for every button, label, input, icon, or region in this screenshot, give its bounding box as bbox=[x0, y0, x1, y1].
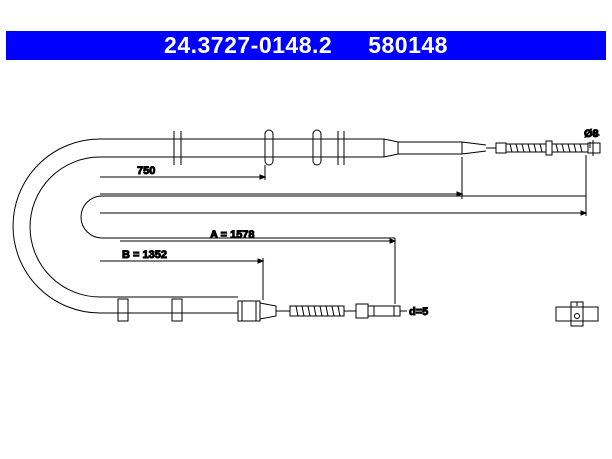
upper-sleeves bbox=[173, 129, 345, 166]
cross-section-detail bbox=[555, 301, 599, 327]
label-a: A = 1578 bbox=[210, 229, 255, 241]
diameter-leader bbox=[589, 134, 600, 148]
label-d: d=5 bbox=[409, 306, 428, 318]
inner-u-line bbox=[80, 195, 586, 239]
ref-number: 580148 bbox=[368, 32, 448, 58]
lower-sleeves bbox=[117, 296, 238, 322]
dim-a bbox=[120, 238, 397, 304]
dim-full-upper bbox=[100, 155, 588, 216]
title-bar: 24.3727-0148.2 580148 bbox=[6, 31, 606, 60]
dim-750 bbox=[100, 165, 267, 180]
dim-b bbox=[100, 258, 265, 300]
lower-end-fitting bbox=[237, 300, 401, 322]
label-diameter: Ø8 bbox=[584, 128, 599, 140]
cable-sheath bbox=[12, 138, 384, 314]
upper-end-fitting bbox=[383, 138, 601, 158]
label-b: B = 1352 bbox=[122, 249, 167, 261]
dim-taper bbox=[100, 157, 464, 199]
label-750: 750 bbox=[137, 165, 155, 177]
part-number: 24.3727-0148.2 bbox=[164, 32, 333, 58]
